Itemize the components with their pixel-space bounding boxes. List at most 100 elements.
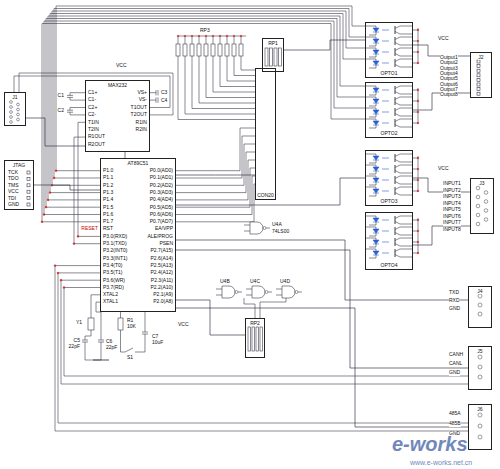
pin-label: P3.3(INT1) <box>103 256 127 262</box>
junction-dot <box>198 35 200 37</box>
net-label: INPUT8 <box>443 227 461 233</box>
wire <box>150 92 156 93</box>
pin-label: T1OUT <box>131 105 147 111</box>
wire <box>199 56 255 103</box>
transistor-symbol <box>395 154 413 157</box>
led-symbol <box>373 156 379 160</box>
resistor-symbol <box>232 44 236 56</box>
wire <box>55 266 468 431</box>
led-symbol <box>373 167 379 171</box>
transistor-symbol <box>395 176 396 184</box>
junction-dot <box>417 89 419 91</box>
wire <box>192 36 193 44</box>
net-label: INPUT4 <box>443 201 461 207</box>
power-label: VCC <box>178 322 189 328</box>
transistor-symbol <box>395 37 396 45</box>
pin-circle <box>478 435 482 439</box>
wire <box>369 182 376 185</box>
net-label: INPUT6 <box>443 214 461 220</box>
wire <box>234 36 235 44</box>
wire <box>238 292 242 293</box>
nand-gate <box>250 222 263 234</box>
resistor-symbol <box>218 44 222 56</box>
wire <box>246 289 252 290</box>
transistor-symbol <box>395 86 413 89</box>
pin-label: P1.0 <box>103 168 113 174</box>
part-name: J6 <box>477 406 482 412</box>
wire <box>150 100 156 101</box>
wire <box>298 292 302 293</box>
transistor-symbol <box>395 193 413 196</box>
part-label: C6 <box>106 339 112 345</box>
transistor-symbol <box>395 59 413 62</box>
pin-label: P0.2(AD2) <box>150 183 173 189</box>
pin-label: ALE/PROG <box>147 234 173 240</box>
optocoupler: OPTO2 <box>365 82 413 138</box>
wire <box>369 171 376 174</box>
wire <box>216 295 222 296</box>
pin-circle <box>478 355 482 359</box>
led-symbol <box>373 251 379 255</box>
wire-connector <box>176 178 365 205</box>
wire-connector <box>176 240 468 300</box>
transistor-symbol <box>395 176 413 179</box>
wire <box>418 28 419 64</box>
light-arrow <box>382 90 389 91</box>
net-label: INPUT3 <box>443 194 461 200</box>
pin-label: GND <box>449 370 460 376</box>
junction-dot <box>212 35 214 37</box>
part-name: RP1 <box>268 40 278 46</box>
capacitor-symbol <box>158 90 159 95</box>
light-arrow <box>382 52 389 53</box>
transistor-symbol <box>395 182 413 185</box>
pin-label: RXD <box>449 298 460 304</box>
wire <box>276 295 282 296</box>
pin-label: VCC <box>8 189 19 195</box>
pin-label: P3.4(T0) <box>103 263 122 269</box>
resistor-symbol <box>279 48 282 66</box>
wire <box>50 14 365 193</box>
nand-gate <box>252 286 265 298</box>
junction-dot <box>417 62 419 64</box>
transistor-symbol <box>395 187 413 190</box>
nand-gate <box>222 286 235 298</box>
led-symbol <box>373 240 379 244</box>
part-name: OPTO1 <box>381 70 398 76</box>
wire-connector <box>34 185 100 190</box>
wire <box>145 312 146 332</box>
nand-gate <box>282 286 295 298</box>
wire <box>413 63 418 64</box>
wire <box>52 11 365 185</box>
junction-dot <box>47 199 49 201</box>
pin-label: TDI <box>8 196 16 202</box>
junction-dot <box>63 287 65 289</box>
pin-label: P2.6(A14) <box>150 256 173 262</box>
junction-dot <box>77 236 79 238</box>
wire <box>369 233 376 236</box>
part-label: C4 <box>161 98 167 104</box>
wire <box>418 88 419 124</box>
net-label: Output8 <box>440 92 458 98</box>
junction-dot <box>219 35 221 37</box>
wire <box>192 56 255 109</box>
wire-connector <box>176 308 468 427</box>
light-arrow <box>382 123 389 124</box>
net-label: INPUT5 <box>443 207 461 213</box>
wire <box>413 41 418 42</box>
wire <box>266 228 270 229</box>
pin-circle <box>17 108 20 111</box>
pin-label: CANL <box>449 361 462 367</box>
pin-label: P2.2(A10) <box>150 285 173 291</box>
pin-label: TDO <box>8 176 19 182</box>
junction-dot <box>240 35 242 37</box>
pin-circle <box>10 116 13 119</box>
wire <box>369 244 376 247</box>
wire <box>413 191 418 192</box>
junction-dot <box>191 35 193 37</box>
transistor-symbol <box>395 43 413 46</box>
light-arrow <box>382 242 389 243</box>
resistor-symbol <box>183 44 187 56</box>
transistor-symbol <box>395 222 413 225</box>
wire <box>369 54 376 57</box>
junction-dot <box>417 241 419 243</box>
